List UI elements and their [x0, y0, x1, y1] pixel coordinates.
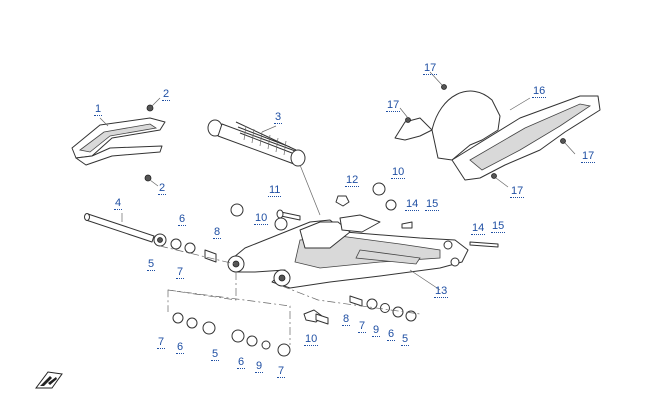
callout-6: 6 — [176, 341, 185, 354]
callout-5: 5 — [401, 333, 410, 346]
callout-8: 8 — [213, 226, 222, 239]
callout-4: 4 — [114, 197, 123, 210]
callout-10: 10 — [391, 166, 406, 179]
callout-6: 6 — [387, 328, 396, 341]
callout-17: 17 — [510, 185, 525, 198]
callout-15: 15 — [491, 220, 506, 233]
callout-8: 8 — [342, 313, 351, 326]
callout-11: 11 — [268, 184, 282, 197]
callout-6: 6 — [237, 356, 246, 369]
callout-6: 6 — [178, 213, 187, 226]
callout-7: 7 — [277, 365, 286, 378]
part-bearings-lower — [172, 312, 291, 357]
callout-7: 7 — [157, 336, 166, 349]
callout-3: 3 — [274, 111, 283, 124]
callout-9: 9 — [372, 324, 381, 337]
assembly-guide-lines — [159, 245, 421, 345]
part-bearings-left — [153, 203, 288, 263]
callout-9: 9 — [255, 360, 264, 373]
part-chain-slider — [71, 104, 166, 182]
callout-13: 13 — [434, 285, 449, 298]
callout-5: 5 — [147, 258, 156, 271]
part-swingarm — [227, 214, 469, 289]
orientation-arrow-icon — [35, 371, 63, 389]
callout-5: 5 — [211, 348, 220, 361]
callout-2: 2 — [162, 88, 171, 101]
callout-1: 1 — [94, 103, 103, 116]
part-pivot-shaft — [84, 213, 155, 243]
callout-7: 7 — [358, 320, 367, 333]
callout-10: 10 — [254, 212, 269, 225]
callout-7: 7 — [176, 266, 185, 279]
part-bolt-nut — [276, 182, 499, 248]
callout-15: 15 — [425, 198, 440, 211]
callout-17: 17 — [386, 99, 401, 112]
callout-14: 14 — [471, 222, 486, 235]
callout-17: 17 — [581, 150, 596, 163]
callout-2: 2 — [158, 182, 167, 195]
part-rear-shock — [207, 119, 321, 216]
callout-14: 14 — [405, 198, 420, 211]
callout-17: 17 — [423, 62, 438, 75]
part-chain-guard — [394, 84, 601, 181]
callout-16: 16 — [532, 85, 547, 98]
callout-10: 10 — [304, 333, 319, 346]
callout-12: 12 — [345, 174, 360, 187]
part-bearings-right — [303, 295, 417, 325]
